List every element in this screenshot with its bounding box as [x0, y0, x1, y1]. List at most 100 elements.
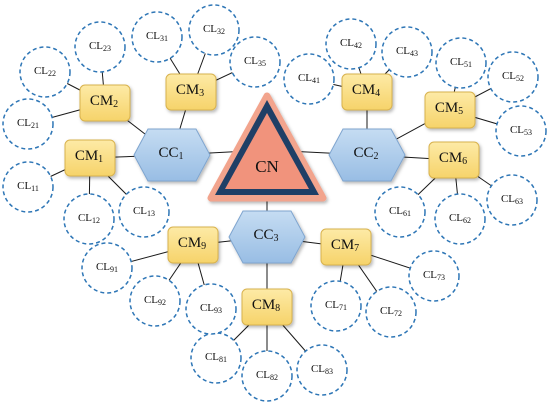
- node-cl93: CL93: [185, 283, 237, 335]
- node-cm4: CM4: [341, 73, 393, 111]
- node-cl41: CL41: [283, 53, 335, 105]
- node-cm9: CM9: [167, 226, 219, 264]
- node-cl63: CL63: [486, 174, 538, 226]
- node-cl51: CL51: [435, 37, 487, 89]
- node-cl71: CL71: [310, 280, 362, 332]
- node-cc1-label: CC1: [158, 145, 183, 162]
- node-cl61-circle: [374, 186, 426, 238]
- node-cm5: CM5: [424, 91, 476, 129]
- node-cl22-label: CL22: [34, 65, 56, 78]
- node-cl43-label: CL43: [396, 45, 418, 58]
- node-cm5-label: CM5: [435, 100, 463, 117]
- node-cl51-circle: [435, 37, 487, 89]
- node-cl83: CL83: [296, 344, 348, 396]
- node-cl11-circle: [2, 161, 54, 213]
- node-cn-triangle: [225, 113, 309, 189]
- node-cl73: CL73: [408, 250, 460, 302]
- node-cl91-label: CL91: [96, 261, 118, 274]
- node-cl93-circle: [185, 283, 237, 335]
- node-cl93-label: CL93: [200, 302, 222, 315]
- node-cl31: CL31: [131, 11, 183, 63]
- node-cn-label: CN: [255, 157, 279, 176]
- node-cm7-box: [320, 228, 372, 266]
- node-cl81: CL81: [190, 332, 242, 384]
- node-cl41-circle: [283, 53, 335, 105]
- node-cm7-label: CM7: [331, 237, 359, 254]
- node-cl63-circle: [486, 174, 538, 226]
- node-cl21-circle: [2, 98, 54, 150]
- node-cl22-circle: [19, 46, 71, 98]
- node-cl11: CL11: [2, 161, 54, 213]
- node-cl23-circle: [74, 21, 126, 73]
- node-cl62-label: CL62: [449, 212, 471, 225]
- node-cm6: CM6: [428, 141, 480, 179]
- node-cl23: CL23: [74, 21, 126, 73]
- node-cl92: CL92: [129, 275, 181, 327]
- node-cl13-circle: [118, 186, 170, 238]
- node-cl42-circle: [325, 18, 377, 70]
- node-cl91: CL91: [81, 242, 133, 294]
- node-cm8: CM8: [241, 288, 293, 326]
- node-cl35-label: CL35: [244, 55, 266, 68]
- node-cl12-circle: [63, 193, 115, 245]
- node-cl52: CL52: [487, 51, 539, 103]
- node-cm4-label: CM4: [352, 82, 380, 99]
- node-cl81-circle: [190, 332, 242, 384]
- node-cc2-label: CC2: [353, 145, 378, 162]
- node-cm2-label: CM2: [90, 93, 118, 110]
- node-cl11-label: CL11: [17, 180, 39, 193]
- node-cl52-label: CL52: [502, 70, 524, 83]
- node-cl82-circle: [241, 350, 293, 402]
- node-cm6-label: CM6: [439, 150, 467, 167]
- node-cl61-label: CL61: [389, 205, 411, 218]
- node-cl73-label: CL73: [423, 269, 445, 282]
- node-cl72-label: CL72: [380, 305, 402, 318]
- node-cc2: CC2: [328, 128, 406, 182]
- node-cl62: CL62: [434, 193, 486, 245]
- node-cm3: CM3: [165, 73, 217, 111]
- node-cn: CN: [207, 92, 327, 202]
- node-cl83-label: CL83: [311, 363, 333, 376]
- node-cl82-label: CL82: [256, 369, 278, 382]
- node-cl63-label: CL63: [501, 193, 523, 206]
- node-cl31-label: CL31: [146, 30, 168, 43]
- node-cl72: CL72: [365, 286, 417, 338]
- node-cl41-label: CL41: [298, 72, 320, 85]
- node-cl91-circle: [81, 242, 133, 294]
- node-cl92-label: CL92: [144, 294, 166, 307]
- node-cm9-box: [167, 226, 219, 264]
- node-cl35: CL35: [229, 36, 281, 88]
- node-cc3-hexagon: [228, 210, 306, 264]
- node-cm4-box: [341, 73, 393, 111]
- node-cc1-hexagon: [133, 128, 211, 182]
- node-cl53-circle: [495, 105, 547, 157]
- node-cm1-box: [64, 139, 116, 177]
- node-cl51-label: CL51: [450, 56, 472, 69]
- node-cl71-circle: [310, 280, 362, 332]
- node-cl81-label: CL81: [205, 351, 227, 364]
- node-cl12-label: CL12: [78, 212, 100, 225]
- node-cl53: CL53: [495, 105, 547, 157]
- node-cm1-label: CM1: [75, 148, 103, 165]
- node-cl52-circle: [487, 51, 539, 103]
- node-cl43: CL43: [381, 26, 433, 78]
- node-cl61: CL61: [374, 186, 426, 238]
- node-cm1: CM1: [64, 139, 116, 177]
- node-cl22: CL22: [19, 46, 71, 98]
- node-cm9-label: CM9: [178, 235, 206, 252]
- node-cl31-circle: [131, 11, 183, 63]
- node-cm5-box: [424, 91, 476, 129]
- node-cl92-circle: [129, 275, 181, 327]
- node-cl13: CL13: [118, 186, 170, 238]
- node-cl13-label: CL13: [133, 205, 155, 218]
- node-cm3-label: CM3: [176, 82, 204, 99]
- node-cl23-label: CL23: [89, 40, 111, 53]
- node-cl71-label: CL71: [325, 299, 347, 312]
- node-cl21-label: CL21: [17, 117, 39, 130]
- node-cl73-circle: [408, 250, 460, 302]
- node-cl32-label: CL32: [203, 23, 225, 36]
- node-cl53-label: CL53: [510, 124, 532, 137]
- node-cl42-label: CL42: [340, 37, 362, 50]
- node-cl43-circle: [381, 26, 433, 78]
